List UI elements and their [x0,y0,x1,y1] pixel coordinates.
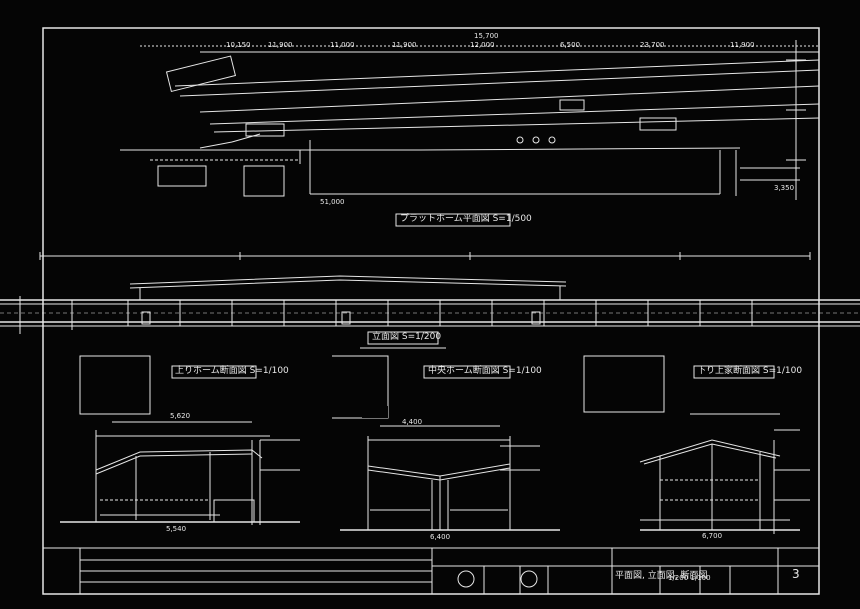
section-1-view [60,355,300,525]
title-block [43,547,819,594]
sec-dim-3: 4,400 [402,418,423,426]
elevation-title-frame [367,331,439,345]
elevation-title: 立面図 S=1/200 [372,332,442,342]
section-2-title: 中央ホーム断面図 S=1/100 [428,366,542,376]
dim-a: 10,150 [226,41,251,49]
elevation-view [0,252,860,334]
sec-dim-2: 5,540 [166,525,187,533]
dim-g: 23,700 [640,41,665,49]
plan-view [120,40,820,200]
sheet-border [42,27,820,595]
sec-dim-5: 6,700 [702,532,723,540]
dim-h: 11,900 [730,41,755,49]
plan-title-frame [395,213,511,227]
plan-title: プラットホーム平面図 S=1/500 [400,214,532,224]
dim-f: 6,500 [560,41,581,49]
dim-i: 51,000 [320,198,345,206]
section-3-view [583,355,810,534]
dim-b: 11,900 [268,41,293,49]
dim-top: 15,700 [474,32,499,40]
dim-c: 11,000 [330,41,355,49]
sec-dim-4: 6,400 [430,533,451,541]
dim-j: 3,350 [774,184,795,192]
sheet-number: 3 [792,567,800,581]
section-1-title: 上りホーム断面図 S=1/100 [175,366,289,376]
drawing-name: 平面図, 立面図, 断面図 [615,571,708,581]
drawing-scale: 1/200 1/100 [668,574,711,582]
section-3-title: 下り上家断面図 S=1/100 [697,366,803,376]
dim-e: 12,000 [470,41,495,49]
sec-dim-1: 5,620 [170,412,191,420]
section-2-view [332,355,560,531]
dim-d: 11,900 [392,41,417,49]
